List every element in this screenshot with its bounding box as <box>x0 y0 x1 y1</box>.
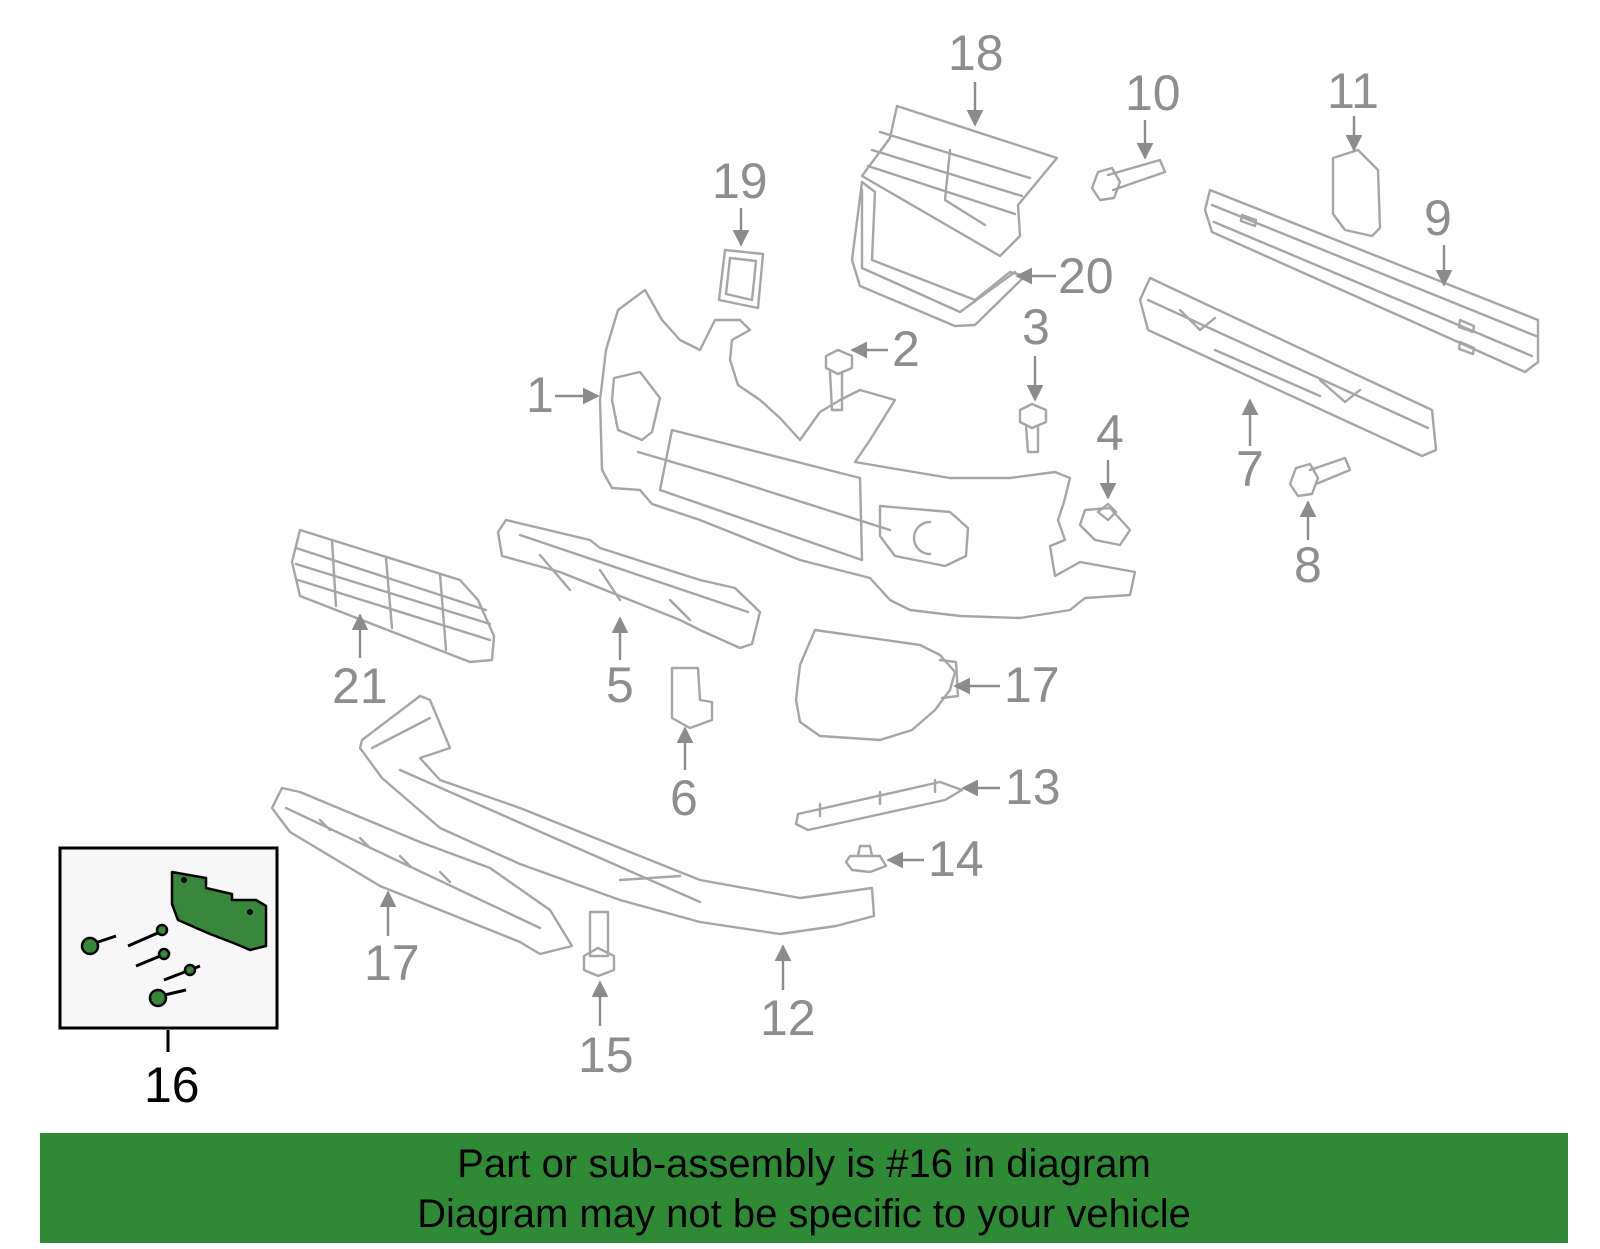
callout-17-upper: 17 <box>1004 657 1060 713</box>
callout-16: 16 <box>144 1057 200 1113</box>
part-16-screw-3 <box>163 963 201 982</box>
callout-15: 15 <box>578 1027 634 1083</box>
callout-17-lower: 17 <box>364 935 420 991</box>
callout-8: 8 <box>1294 537 1322 593</box>
part-16-inset[interactable] <box>58 846 279 1030</box>
callout-7: 7 <box>1236 441 1264 497</box>
part-21-lower-grille <box>290 528 496 664</box>
part-11-bracket <box>1331 148 1382 238</box>
callout-18: 18 <box>948 25 1004 81</box>
callout-12: 12 <box>760 990 816 1046</box>
part-20-grille-surround <box>850 180 1027 328</box>
part-17-skid-strip <box>270 786 574 956</box>
callout-10: 10 <box>1125 65 1181 121</box>
callout-3: 3 <box>1022 299 1050 355</box>
part-14-push-clip <box>844 844 888 874</box>
callout-1: 1 <box>526 367 554 423</box>
callout-21: 21 <box>332 658 388 714</box>
callout-20: 20 <box>1058 248 1114 304</box>
part-5-center-bracket <box>496 518 762 650</box>
bracket-hole <box>181 877 187 883</box>
part-12-lower-fascia <box>358 694 876 936</box>
part-3-bolt <box>1018 402 1048 454</box>
part-15-stud <box>582 910 616 978</box>
part-10-bolt <box>1090 158 1167 202</box>
part-4-retainer <box>1078 502 1132 547</box>
part-13-retainer-strip <box>794 778 964 832</box>
part-9-impact-bar <box>1203 188 1540 374</box>
part-16-screw-1 <box>127 923 169 948</box>
info-banner: Part or sub-assembly is #16 in diagram D… <box>40 1133 1568 1243</box>
part-16-license-bracket <box>170 870 268 952</box>
callout-19: 19 <box>712 153 768 209</box>
callout-13: 13 <box>1005 759 1061 815</box>
banner-line-1: Part or sub-assembly is #16 in diagram <box>457 1142 1151 1186</box>
callout-9: 9 <box>1424 190 1452 246</box>
banner-line-2: Diagram may not be specific to your vehi… <box>417 1192 1191 1236</box>
part-7-energy-absorber <box>1138 276 1438 458</box>
part-2-bolt <box>824 348 854 412</box>
callout-11: 11 <box>1327 63 1379 119</box>
callout-4: 4 <box>1096 405 1124 461</box>
part-16-bolt-2 <box>148 988 187 1008</box>
callout-14: 14 <box>928 831 984 887</box>
part-18-upper-grille <box>860 104 1059 258</box>
part-6-clip <box>670 666 714 730</box>
callout-6: 6 <box>670 770 698 826</box>
part-17-fog-bezel <box>794 628 960 742</box>
part-8-bolt <box>1288 456 1352 498</box>
callout-5: 5 <box>606 657 634 713</box>
part-19-emblem <box>717 248 765 310</box>
part-1-bumper-cover <box>598 288 1137 620</box>
part-16-screw-2 <box>135 947 171 968</box>
callout-2: 2 <box>892 321 920 377</box>
part-16-bolt-1 <box>80 934 117 956</box>
bracket-hole <box>247 909 253 915</box>
